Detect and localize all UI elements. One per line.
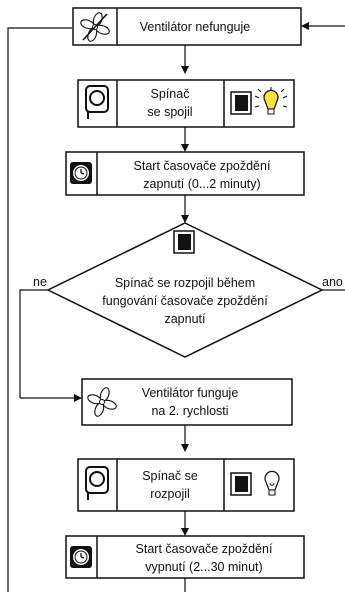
switch-icon (173, 230, 195, 254)
switch-lamp-on-icon (230, 87, 288, 115)
step-switch-opened-line2: rozpojil (150, 487, 190, 501)
step-start-on-delay-timer-line1: Start časovače zpoždění (134, 159, 271, 173)
step-start-on-delay-timer: Start časovače zpoždění zapnutí (0...2 m… (65, 151, 305, 196)
step-fan-not-running: Ventilátor nefunguje (72, 7, 302, 46)
step-start-on-delay-timer-line2: zapnutí (0...2 minuty) (143, 177, 260, 191)
step-start-off-delay-timer-line2: vypnutí (2...30 minut) (145, 560, 262, 574)
timer-icon (85, 85, 109, 119)
step-fan-running-line1: Ventilátor funguje (142, 386, 239, 400)
step-switch-closed-line1: Spínač (151, 87, 190, 101)
timer-icon (85, 466, 109, 500)
decision-line1: Spínač se rozpojil během (115, 276, 255, 290)
decision-yes-label: ano (322, 275, 343, 289)
step-switch-opened: Spínač se rozpojil (77, 458, 295, 512)
decision-switch-opened-during-timer: Spínač se rozpojil během fungování časov… (46, 222, 324, 358)
fan-on-icon (87, 387, 117, 417)
step-fan-running-line2: na 2. rychlosti (151, 404, 228, 418)
decision-line3: zapnutí (164, 312, 206, 326)
step-fan-not-running-label: Ventilátor nefunguje (140, 20, 251, 34)
decision-line2: fungování časovače zpoždění (102, 294, 268, 308)
clock-icon (70, 546, 92, 568)
connector-lines (7, 22, 345, 592)
clock-icon (70, 162, 92, 184)
step-start-off-delay-timer-line1: Start časovače zpoždění (136, 542, 273, 556)
switch-lamp-off-icon (230, 470, 280, 496)
step-start-off-delay-timer: Start časovače zpoždění vypnutí (2...30 … (65, 535, 305, 579)
step-switch-opened-line1: Spínač se (142, 469, 198, 483)
step-switch-closed-line2: se spojil (147, 105, 192, 119)
fan-off-icon (80, 12, 110, 42)
decision-no-label: ne (33, 275, 47, 289)
step-switch-closed: Spínač se spojil (77, 79, 295, 128)
step-fan-running-speed-2: Ventilátor funguje na 2. rychlosti (81, 378, 293, 426)
